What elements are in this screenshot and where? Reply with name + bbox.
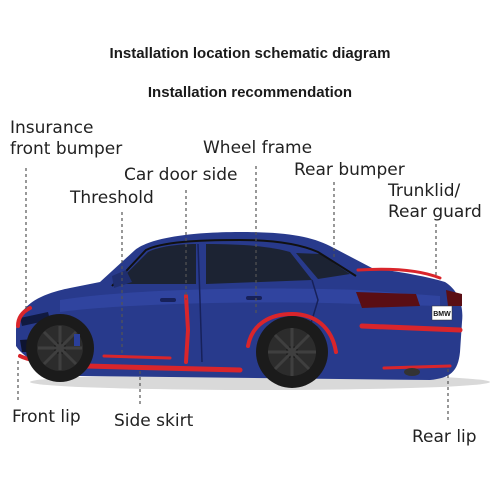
front-window bbox=[116, 244, 196, 284]
label-threshold: Threshold bbox=[70, 188, 154, 208]
label-trunklid-rear-guard: Trunklid/ Rear guard bbox=[388, 181, 482, 222]
door-line-front bbox=[197, 243, 203, 363]
strip-trunklid bbox=[356, 267, 442, 280]
body-highlight bbox=[60, 288, 440, 312]
label-insurance-front-bumper: Insurance front bumper bbox=[10, 118, 123, 159]
rear-window bbox=[206, 244, 312, 284]
label-rear-bumper: Rear bumper bbox=[294, 160, 405, 180]
diagram-subtitle: Installation recommendation bbox=[147, 84, 353, 101]
rear-wheel bbox=[256, 316, 328, 388]
strip-side-skirt bbox=[83, 363, 243, 373]
strip-threshold bbox=[102, 354, 172, 360]
headlight bbox=[20, 312, 50, 326]
license-plate bbox=[431, 305, 453, 321]
strip-wheel-arch bbox=[246, 311, 338, 354]
taillight bbox=[356, 292, 420, 308]
strip-door-edge bbox=[184, 294, 191, 364]
label-wheel-frame: Wheel frame bbox=[203, 138, 313, 158]
front-wheel bbox=[26, 314, 94, 382]
license-plate-text: BMW bbox=[433, 311, 451, 318]
rear-door-handle bbox=[246, 296, 262, 300]
leader-lines bbox=[17, 166, 449, 420]
front-door-handle bbox=[160, 298, 176, 302]
strip-front-bumper bbox=[16, 306, 32, 328]
taillight-right bbox=[446, 290, 462, 306]
exhaust-pipe bbox=[404, 368, 420, 376]
roof-trim bbox=[111, 238, 357, 287]
label-front-lip: Front lip bbox=[12, 407, 81, 427]
label-car-door-side: Car door side bbox=[124, 165, 238, 185]
diagram-title: Installation location schematic diagram bbox=[109, 45, 391, 62]
label-side-skirt: Side skirt bbox=[114, 411, 194, 431]
quarter-glass bbox=[296, 253, 350, 279]
label-rear-lip: Rear lip bbox=[412, 427, 477, 447]
strip-rear-bumper bbox=[359, 323, 463, 333]
strip-rear-lip bbox=[382, 364, 452, 370]
